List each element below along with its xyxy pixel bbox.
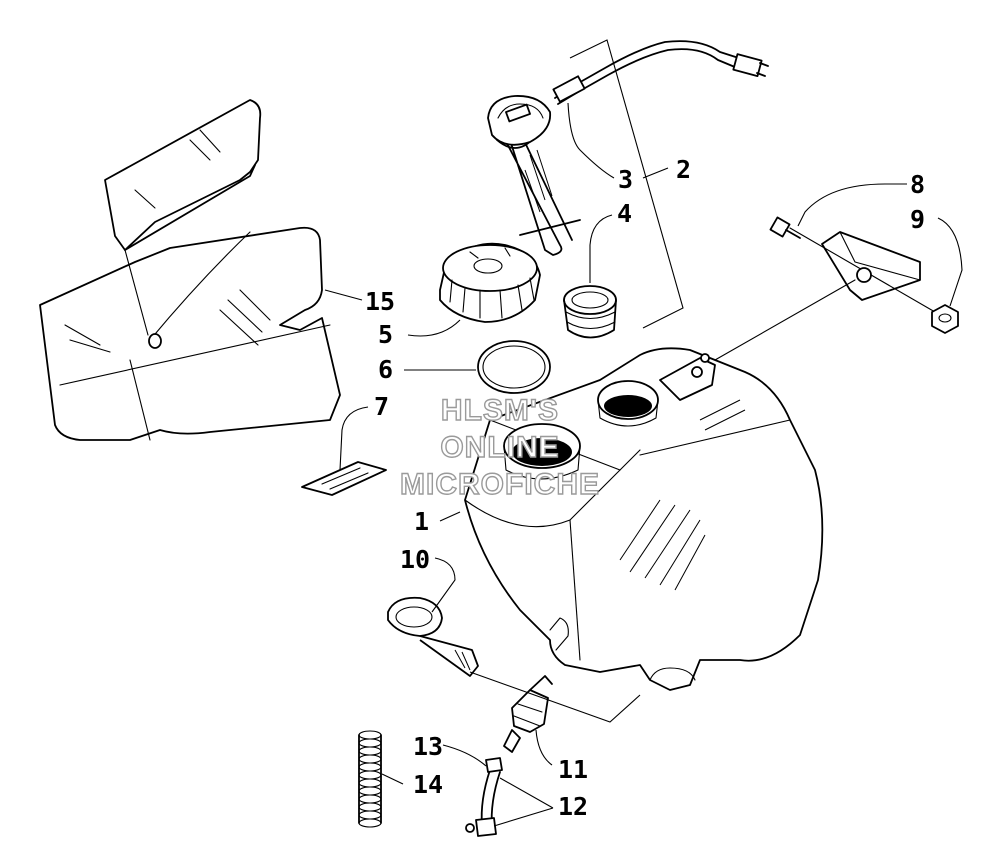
watermark-line-2: ONLINE	[440, 431, 559, 464]
callout-9: 9	[910, 205, 925, 234]
o-ring	[477, 340, 551, 394]
leader-lines	[324, 39, 963, 827]
callout-7: 7	[374, 392, 389, 421]
watermark: HLSM'S ONLINE MICROFICHE	[399, 393, 600, 501]
callout-3: 3	[618, 165, 633, 194]
watermark-line-1: HLSM'S	[441, 394, 559, 427]
bracket-hardware	[714, 216, 959, 361]
decal	[301, 461, 387, 496]
fuel-tank	[464, 347, 824, 691]
watermark-line-3: MICROFICHE	[400, 468, 600, 501]
fitting	[503, 675, 553, 753]
gauge-sender	[487, 40, 769, 256]
callout-12: 12	[558, 792, 588, 821]
strap	[387, 596, 479, 677]
callout-1: 1	[414, 507, 429, 536]
callout-10: 10	[400, 545, 430, 574]
fuel-hose	[465, 757, 503, 837]
callout-2: 2	[676, 155, 691, 184]
callout-13: 13	[413, 732, 443, 761]
callout-4: 4	[617, 199, 632, 228]
callout-5: 5	[378, 320, 393, 349]
fuel-cap	[439, 242, 541, 323]
callout-8: 8	[910, 170, 925, 199]
callout-14: 14	[413, 770, 443, 799]
grommet	[563, 285, 617, 339]
callout-6: 6	[378, 355, 393, 384]
callout-11: 11	[558, 755, 588, 784]
callout-15: 15	[365, 287, 395, 316]
insulation-pad	[39, 99, 341, 441]
spring	[358, 730, 382, 828]
callouts: 1 2 3 4 5 6 7 8 9 10 11 12 13 14 15	[365, 155, 925, 821]
